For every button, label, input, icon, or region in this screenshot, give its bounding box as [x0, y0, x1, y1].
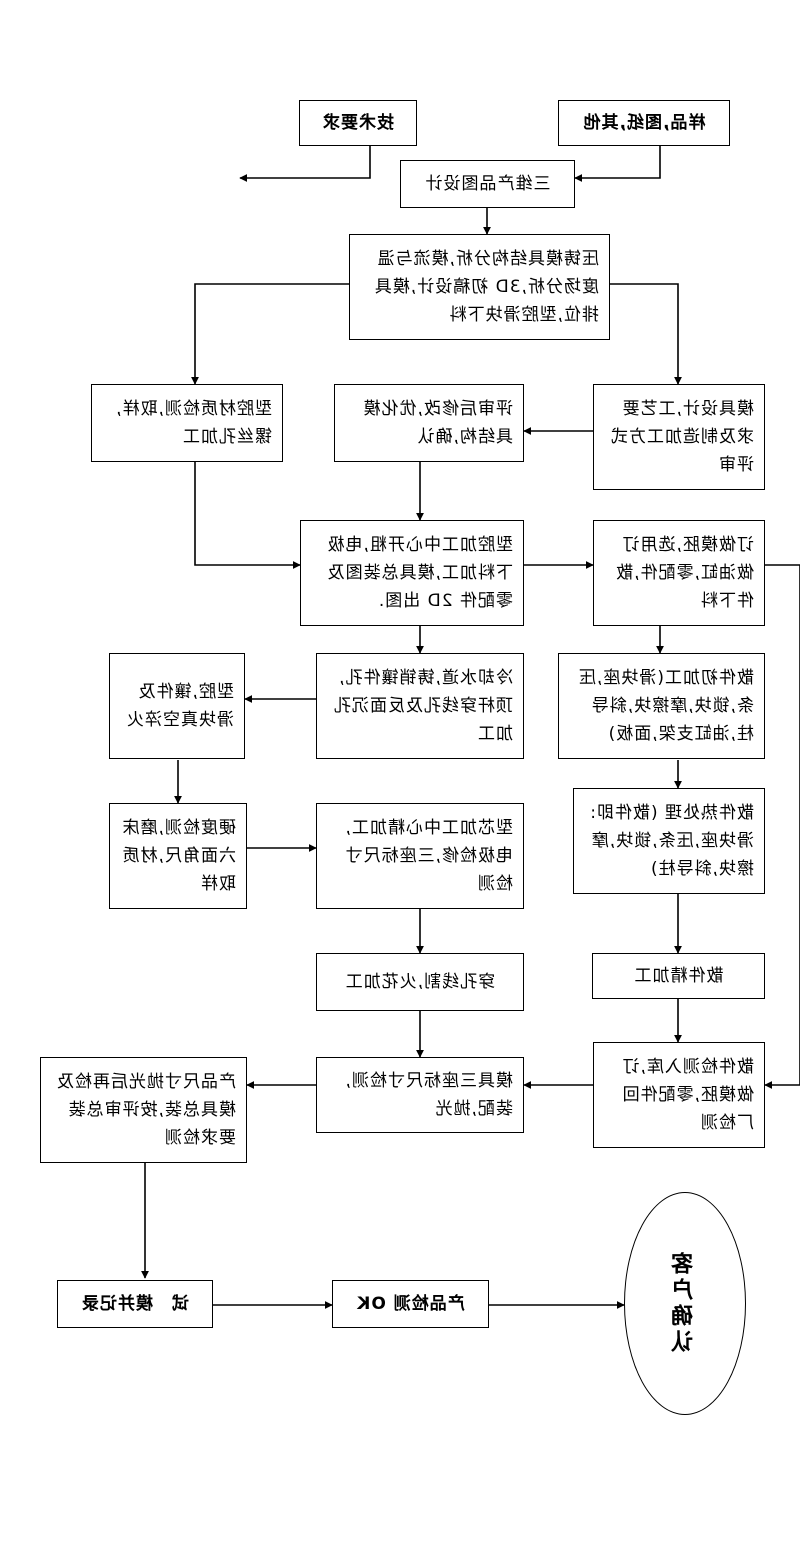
node-hardness: 硬度检测,磨床六面角尺,材质取样: [109, 803, 247, 909]
node-cooling: 冷却水道,铸销镶件孔,顶杆穿线孔及反面沉孔加工: [316, 653, 524, 759]
node-trial: 试 模并记录: [57, 1280, 213, 1328]
node-wire-cut: 穿孔线割,火花加工: [316, 953, 524, 1011]
arrow-analysis-to-mold-design: [610, 283, 682, 385]
node-analysis: 压铸模具结构分析,模流与温度场分析,3D 初稿设计,模具排位,型腔滑块下料: [349, 234, 610, 340]
node-cavity-inspect: 型腔材质检测,取样,镙丝孔加工: [91, 384, 283, 462]
node-tech-req: 技术要求: [299, 100, 417, 146]
node-customer: 客户确认: [624, 1192, 746, 1415]
arrow-inspect-to-machining: [194, 462, 301, 569]
node-product-ok: 产品检测 OK: [332, 1280, 489, 1328]
node-final-check: 产品尺寸抛光后再检及模具总装,按评审总装要求检测: [40, 1057, 247, 1163]
arrow-tech-req-to-3d: [239, 146, 371, 182]
node-cavity-machining: 型腔加工中心开粗,电极下料加工,模具总装图及零配件 2D 出图.: [300, 520, 524, 626]
node-review-modify: 评审后修改,优化模具结构,确认: [334, 384, 524, 462]
arrow-analysis-to-cavity-inspect: [191, 283, 349, 385]
node-samples: 样品,图纸,其他: [558, 100, 730, 146]
node-heat-treat: 散件热处理 (散件即:滑块座,压条,锁块,摩擦块,斜导柱): [573, 788, 765, 894]
node-mold-design: 模具设计,工艺要求及制造加工方式评审: [593, 384, 765, 490]
node-core-finish: 型芯加工中心精加工,电极检修,三座标尺寸检测: [316, 803, 524, 909]
arrow-samples-to-3d: [574, 146, 661, 182]
node-cmm-assembly: 模具三座标尺寸检测,装配,抛光: [316, 1057, 524, 1133]
node-vacuum-quench: 型腔,镶件及滑块真空淬火: [109, 653, 245, 759]
node-parts-finish: 散件精加工: [592, 953, 765, 999]
node-order-blank: 订做模胚,选用订做油缸,零配件,散件下料: [593, 520, 765, 626]
node-3d-design: 三维产品图设计: [400, 160, 575, 208]
node-parts-rough: 散件初加工(滑块座,压条,锁块,摩擦块,斜导柱,油缸支架,面板): [558, 653, 765, 759]
node-parts-storage: 散件检测入库,订做模胚,零配件回厂检测: [593, 1042, 765, 1148]
